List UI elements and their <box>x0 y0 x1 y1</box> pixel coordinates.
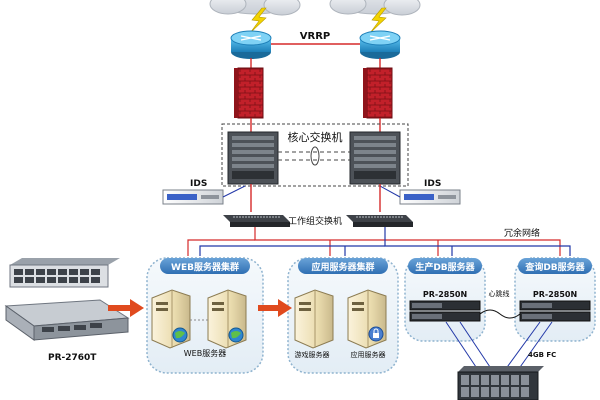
heartbeat-label: 心跳线 <box>489 289 510 298</box>
work-switch-label: 工作组交换机 <box>288 215 342 227</box>
ids-appliance-icon <box>162 189 224 205</box>
globe-icon <box>228 327 244 343</box>
cloud-icon <box>209 0 301 16</box>
prod-db-title: 生产DB服务器 <box>415 261 475 273</box>
firewall-icon <box>234 67 264 119</box>
ids-right-label: IDS <box>424 179 441 189</box>
arrow-right-icon <box>258 299 292 317</box>
pr2760t-label: PR-2760T <box>48 353 97 363</box>
core-switch-group <box>221 123 409 187</box>
query-db-title: 查询DB服务器 <box>524 261 585 273</box>
ids-appliance-icon <box>399 189 461 205</box>
globe-icon <box>172 327 188 343</box>
redundant-net-label: 冗余网络 <box>504 227 540 239</box>
lightning-icon <box>369 7 387 34</box>
app-server-label: 应用服务器 <box>351 350 386 359</box>
firewall-icon <box>363 67 393 119</box>
heartbeat-link <box>479 309 521 319</box>
router-icon <box>230 30 272 59</box>
app-cluster-title: 应用服务器集群 <box>311 261 374 273</box>
query-db-group: 查询DB服务器 <box>514 257 596 342</box>
fc-label: 4GB FC <box>528 351 556 359</box>
vrrp-label: VRRP <box>300 31 330 42</box>
game-server-label: 游戏服务器 <box>295 350 330 359</box>
ids-left-label: IDS <box>190 179 207 189</box>
rack-server-icon <box>519 300 591 322</box>
rack-server-icon <box>9 258 120 288</box>
core-switch-icon <box>227 131 279 185</box>
storage-array-icon <box>457 366 544 400</box>
router-icon <box>359 30 401 59</box>
web-cluster-title: WEB服务器集群 <box>171 261 239 273</box>
lightning-icon <box>249 7 267 34</box>
workgroup-switch-icon <box>346 215 413 227</box>
rack-server-icon <box>4 299 130 341</box>
rack-server-icon <box>409 300 481 322</box>
blue-redundant-link <box>384 227 571 256</box>
cloud-icon <box>329 0 421 16</box>
arrow-right-icon <box>108 299 144 317</box>
web-server-label: WEB服务器 <box>184 348 226 358</box>
core-switch-icon <box>349 131 401 185</box>
workgroup-switch-icon <box>223 215 290 227</box>
core-switch-label: 核心交换机 <box>288 130 343 144</box>
query-db-model: PR-2850N <box>533 290 577 299</box>
prod-db-group: 生产DB服务器 <box>404 257 486 342</box>
red-bus-link <box>254 227 561 256</box>
tower-server-icon <box>294 289 334 349</box>
lock-icon <box>368 326 384 342</box>
prod-db-model: PR-2850N <box>423 290 467 299</box>
